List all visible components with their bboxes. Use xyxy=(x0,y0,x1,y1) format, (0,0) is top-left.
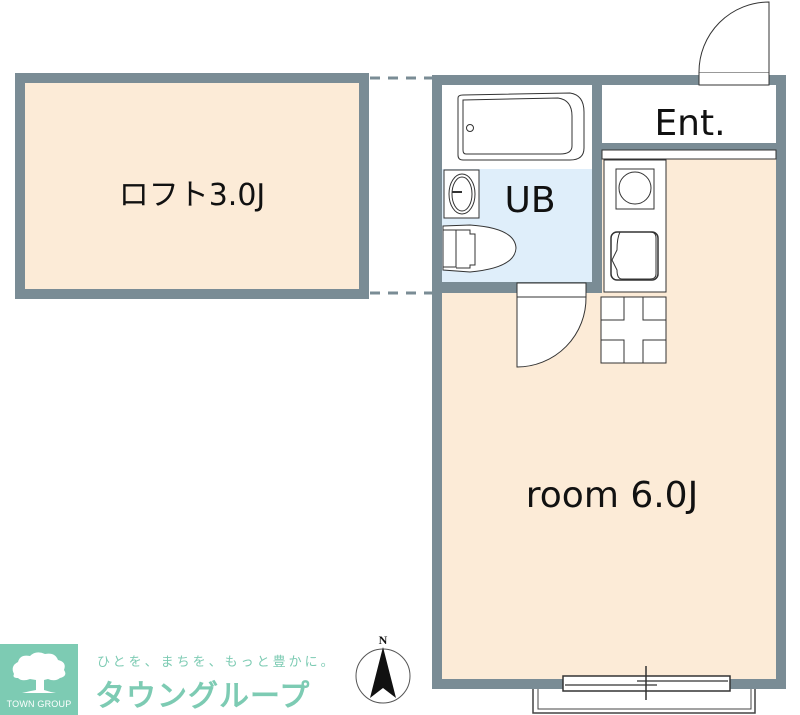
logo-text: TOWN GROUP xyxy=(6,699,72,709)
stove-icon xyxy=(615,168,655,210)
tree-icon xyxy=(12,652,66,693)
loft-room: ロフト3.0J xyxy=(15,73,369,299)
loft-connector-lines xyxy=(370,76,432,295)
bathroom-door-icon xyxy=(516,282,587,368)
unit-bath-label: UB xyxy=(504,180,555,221)
kitchen-counter xyxy=(603,159,667,293)
north-compass-icon: N xyxy=(355,633,411,704)
entrance-door-icon xyxy=(698,1,770,86)
washing-machine-space-icon xyxy=(600,296,667,364)
loft-label: ロフト3.0J xyxy=(119,178,266,213)
kitchen-sink-icon xyxy=(610,231,659,281)
balcony-window-icon xyxy=(532,666,756,714)
entrance-area xyxy=(602,85,776,143)
town-group-logo: TOWN GROUP xyxy=(0,644,78,715)
compass-north-label: N xyxy=(379,633,388,647)
washbasin-icon xyxy=(443,169,480,219)
entrance-label: Ent. xyxy=(654,103,725,144)
toilet-icon xyxy=(442,224,517,273)
bathtub-icon xyxy=(442,85,592,169)
brand-name: タウングループ xyxy=(95,679,311,714)
main-room-label: room 6.0J xyxy=(526,475,698,516)
brand-tagline: ひとを、まちを、もっと豊かに。 xyxy=(97,655,337,670)
